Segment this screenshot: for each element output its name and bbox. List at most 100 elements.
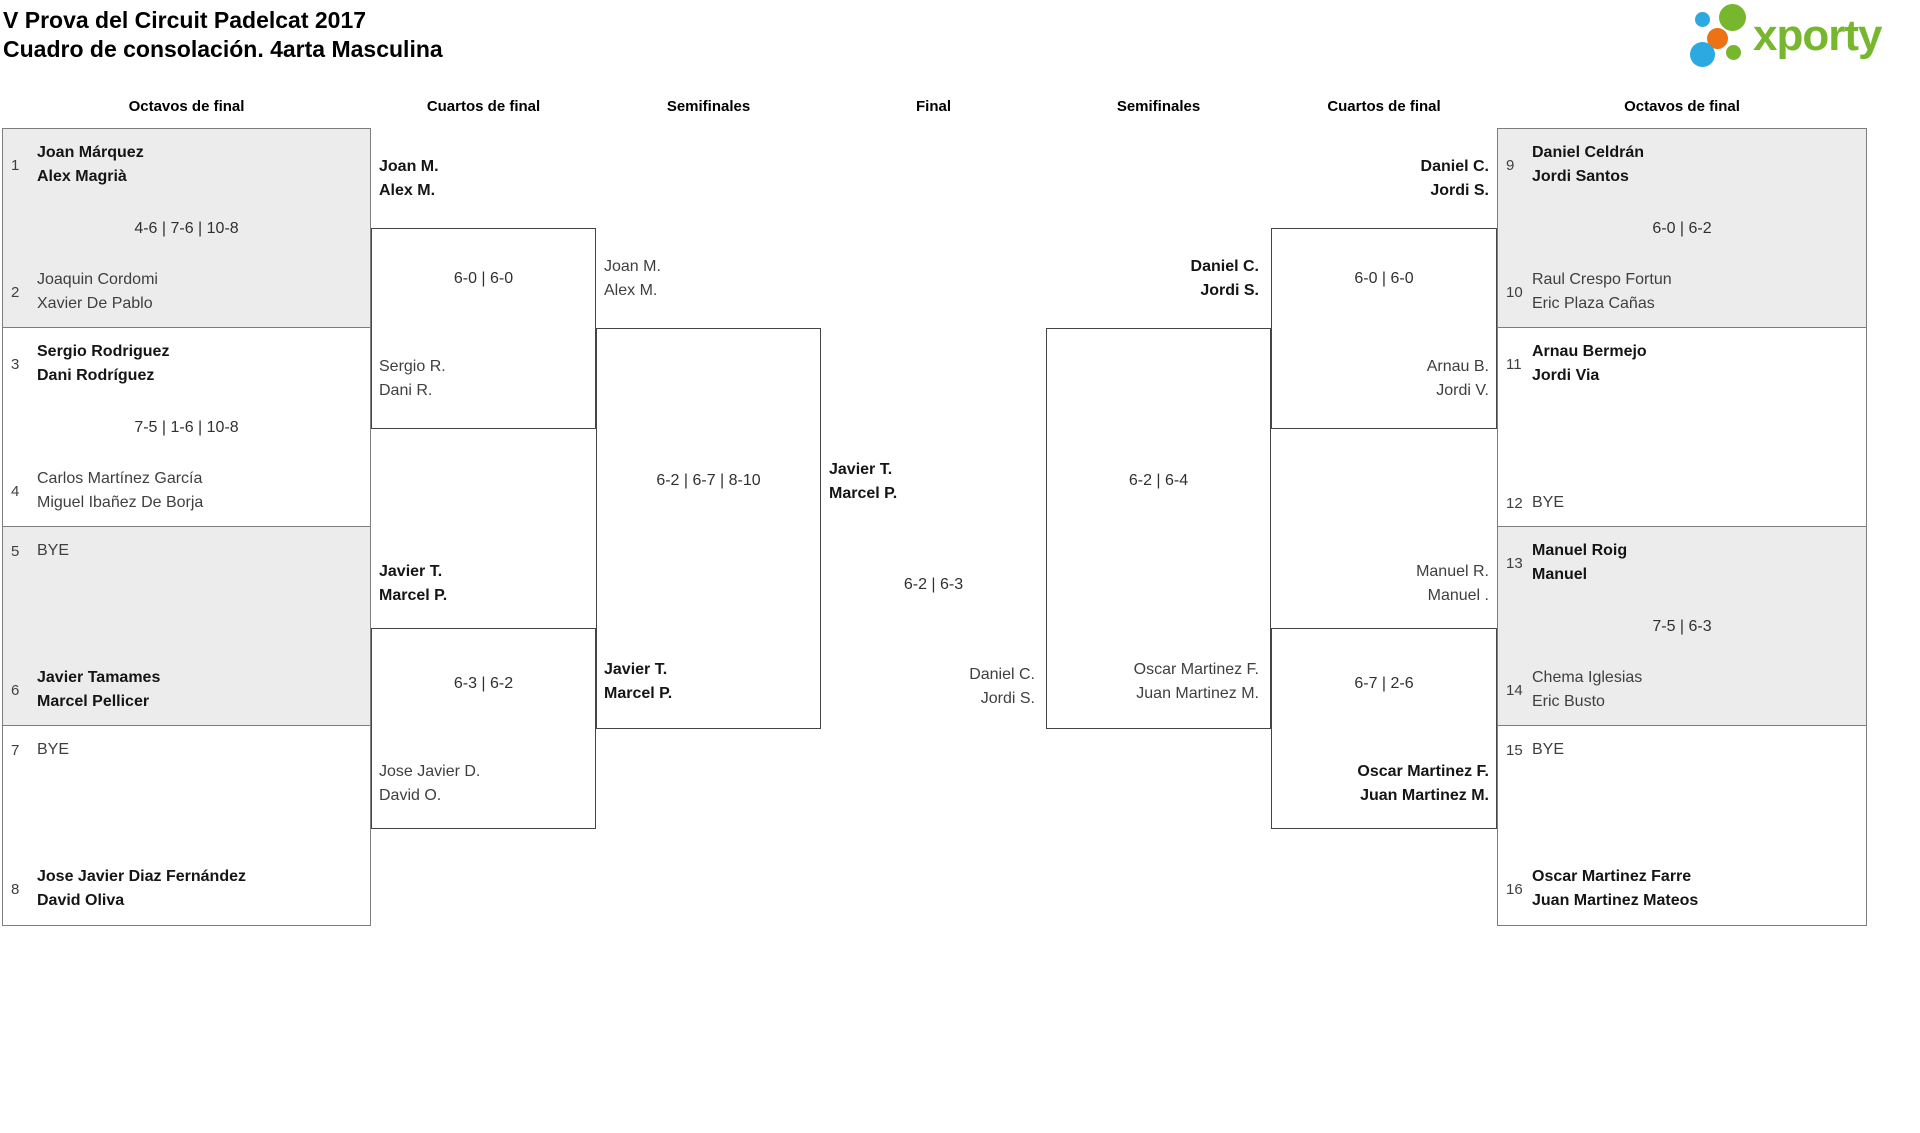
team-row: 7 BYE: [11, 738, 362, 762]
match-score: 6-2 | 6-4: [1128, 472, 1189, 489]
round-header-cuartos-left: Cuartos de final: [426, 98, 541, 115]
qf-team-label: Manuel R.Manuel .: [1416, 563, 1489, 604]
page-title: V Prova del Circuit Padelcat 2017 Cuadro…: [3, 6, 443, 64]
seed-number: 5: [11, 542, 20, 560]
seed-number: 9: [1506, 156, 1515, 174]
sf-team-label: Oscar Martinez F.Juan Martinez M.: [1133, 661, 1259, 702]
match-box-rqf-1: [1271, 228, 1497, 429]
seed-number: 16: [1506, 880, 1523, 898]
tournament-name: V Prova del Circuit Padelcat 2017: [3, 7, 367, 33]
seed-number: 8: [11, 880, 20, 898]
final-team-label: Daniel C.Jordi S.: [969, 666, 1035, 707]
seed-number: 11: [1506, 355, 1522, 373]
qf-team-label: Sergio R.Dani R.: [379, 358, 446, 399]
team-names: BYE: [37, 542, 70, 559]
round-header-cuartos-right: Cuartos de final: [1327, 98, 1441, 115]
seed-number: 13: [1506, 554, 1523, 572]
logo-dot-green-small-icon: [1726, 45, 1741, 60]
qf-team-label: Javier T.Marcel P.: [379, 563, 448, 604]
seed-number: 2: [11, 283, 20, 301]
seed-number: 12: [1506, 494, 1523, 512]
round-header-final: Final: [915, 98, 951, 115]
match-box-lqf-2: [371, 628, 596, 829]
match-box-rqf-2: [1271, 628, 1497, 829]
match-box-rsf: [1046, 328, 1271, 729]
seed-number: 10: [1506, 283, 1523, 301]
match-box-lqf-1: [371, 228, 596, 429]
match-score: 6-0 | 6-2: [1652, 219, 1712, 237]
qf-team-label: Arnau B.Jordi V.: [1426, 358, 1489, 399]
logo-wordmark: xporty: [1753, 11, 1882, 60]
logo-dot-blue-small-icon: [1695, 12, 1710, 27]
team-names: BYE: [1532, 741, 1565, 758]
sf-team-label: Joan M.Alex M.: [604, 258, 661, 299]
match-score: 6-7 | 2-6: [1354, 675, 1414, 692]
qf-team-label: Oscar Martinez F.Juan Martinez M.: [1357, 763, 1489, 804]
match-score: 7-5 | 1-6 | 10-8: [134, 418, 239, 436]
qf-team-label: Jose Javier D.David O.: [379, 763, 481, 804]
seed-number: 7: [11, 741, 20, 759]
match-score: 7-5 | 6-3: [1652, 617, 1712, 635]
team-row: 15 BYE: [1506, 738, 1858, 762]
team-row: 12 BYE: [1506, 491, 1858, 515]
match-score: 6-0 | 6-0: [453, 270, 514, 287]
match-score: 4-6 | 7-6 | 10-8: [134, 219, 239, 237]
seed-number: 14: [1506, 681, 1523, 699]
logo-dot-green-large-icon: [1719, 4, 1746, 31]
round-header-semis-left: Semifinales: [666, 98, 751, 115]
seed-number: 6: [11, 681, 20, 699]
logo-dot-orange-icon: [1707, 28, 1728, 49]
seed-number: 15: [1506, 741, 1523, 759]
team-row: 5 BYE: [11, 539, 362, 563]
round-header-octavos-right: Octavos de final: [1624, 98, 1740, 115]
team-names: BYE: [37, 741, 70, 758]
seed-number: 4: [11, 482, 20, 500]
match-box-lsf: [596, 328, 821, 729]
match-score: 6-2 | 6-7 | 8-10: [656, 472, 761, 489]
seed-number: 1: [11, 156, 20, 174]
final-score: 6-2 | 6-3: [903, 576, 964, 593]
match-score: 6-0 | 6-0: [1354, 270, 1414, 287]
round-header-octavos-left: Octavos de final: [128, 98, 245, 115]
seed-number: 3: [11, 355, 20, 373]
team-names: BYE: [1532, 494, 1565, 511]
bracket-subtitle: Cuadro de consolación. 4arta Masculina: [3, 36, 443, 62]
match-score: 6-3 | 6-2: [453, 675, 514, 692]
final-team-label: Javier T.Marcel P.: [829, 461, 898, 502]
logo-dot-blue-large-icon: [1690, 42, 1715, 67]
qf-team-label: Joan M.Alex M.: [379, 158, 439, 199]
